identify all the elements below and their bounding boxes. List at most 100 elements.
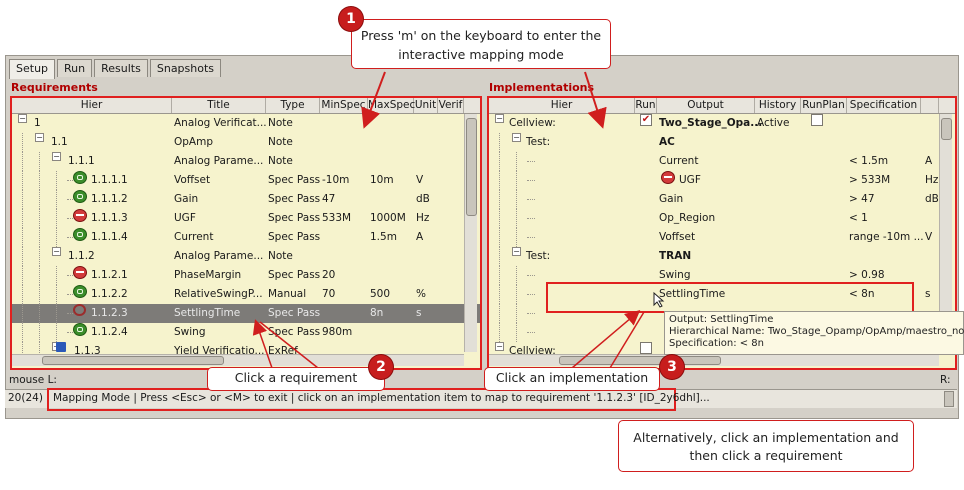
req-type: Note bbox=[268, 155, 293, 167]
tree-connector bbox=[527, 161, 535, 162]
mouse-cursor-icon bbox=[653, 291, 665, 308]
tree-guide bbox=[56, 228, 57, 247]
tree-guide bbox=[39, 304, 40, 323]
req-col-minspec[interactable]: MinSpec bbox=[320, 98, 368, 113]
impl-unit: Hz bbox=[925, 174, 939, 186]
implementation-row[interactable]: Op_Region< 1 bbox=[489, 209, 955, 228]
impl-col-run[interactable]: Run bbox=[635, 98, 657, 113]
tab-snapshots[interactable]: Snapshots bbox=[149, 59, 222, 77]
tab-run[interactable]: Run bbox=[57, 59, 93, 77]
collapse-icon[interactable]: − bbox=[512, 133, 521, 142]
implementation-row[interactable]: −Cellview:✔Two_Stage_Opa...Active bbox=[489, 114, 955, 133]
req-type: Spec Pass bbox=[268, 269, 321, 281]
req-unit: % bbox=[416, 288, 426, 300]
status-resize-grip[interactable] bbox=[944, 391, 954, 407]
fail-icon bbox=[73, 266, 87, 279]
implementation-row[interactable]: −Test:AC bbox=[489, 133, 955, 152]
collapse-icon[interactable]: − bbox=[35, 133, 44, 142]
req-col-unit[interactable]: Unit bbox=[414, 98, 438, 113]
impl-specification: < 1 bbox=[849, 212, 868, 224]
impl-col-history[interactable]: History bbox=[755, 98, 801, 113]
tab-results[interactable]: Results bbox=[94, 59, 148, 77]
tree-connector bbox=[527, 180, 535, 181]
tree-guide bbox=[56, 285, 57, 304]
collapse-icon[interactable]: − bbox=[512, 247, 521, 256]
impl-col-output[interactable]: Output bbox=[657, 98, 755, 113]
implementation-row[interactable] bbox=[489, 323, 955, 342]
tree-connector bbox=[67, 332, 75, 333]
req-col-title[interactable]: Title bbox=[172, 98, 266, 113]
implementations-vscrollbar[interactable] bbox=[939, 114, 952, 352]
tree-guide bbox=[499, 133, 500, 152]
req-col-verif[interactable]: Verif bbox=[438, 98, 464, 113]
impl-col-specification[interactable]: Specification bbox=[847, 98, 921, 113]
req-hier: 1.1 bbox=[51, 136, 68, 148]
tree-connector bbox=[67, 199, 75, 200]
tree-guide bbox=[56, 190, 57, 209]
impl-col-runplan[interactable]: RunPlan bbox=[801, 98, 847, 113]
collapse-icon[interactable]: − bbox=[495, 342, 504, 351]
tree-guide bbox=[22, 266, 23, 285]
requirements-vscrollbar[interactable] bbox=[464, 114, 477, 352]
impl-output: SettlingTime bbox=[659, 288, 726, 300]
impl-output: Current bbox=[659, 155, 699, 167]
tooltip-hierarchical-name: Hierarchical Name: Two_Stage_Opamp/OpAmp… bbox=[669, 326, 964, 337]
impl-unit: s bbox=[925, 288, 931, 300]
req-title: Analog Parame... bbox=[174, 250, 264, 262]
implementations-vscroll-thumb[interactable] bbox=[941, 118, 952, 140]
impl-col-hier[interactable]: Hier bbox=[489, 98, 635, 113]
run-checkbox[interactable]: ✔ bbox=[640, 114, 652, 126]
tree-guide bbox=[516, 285, 517, 304]
implementation-row[interactable] bbox=[489, 304, 955, 323]
requirements-vscroll-thumb[interactable] bbox=[466, 118, 477, 216]
implementations-hscroll-thumb[interactable] bbox=[559, 356, 721, 365]
req-col-type[interactable]: Type bbox=[266, 98, 320, 113]
collapse-icon[interactable]: − bbox=[18, 114, 27, 123]
collapse-icon[interactable]: − bbox=[52, 247, 61, 256]
impl-hier: Test: bbox=[526, 136, 551, 148]
link-pass-icon bbox=[73, 171, 87, 184]
requirements-hscroll-thumb[interactable] bbox=[42, 356, 224, 365]
impl-col-extra[interactable] bbox=[921, 98, 939, 113]
runplan-checkbox[interactable] bbox=[811, 114, 823, 126]
step-badge-2: 2 bbox=[369, 355, 393, 379]
collapse-icon[interactable]: − bbox=[495, 114, 504, 123]
impl-output: TRAN bbox=[659, 250, 692, 262]
req-col-hier[interactable]: Hier bbox=[12, 98, 172, 113]
tree-guide bbox=[499, 171, 500, 190]
tab-setup[interactable]: Setup bbox=[9, 59, 56, 79]
collapse-icon[interactable]: − bbox=[52, 152, 61, 161]
implementation-row[interactable]: −Test:TRAN bbox=[489, 247, 955, 266]
req-type: Spec Pass bbox=[268, 212, 321, 224]
req-min: 533M bbox=[322, 212, 352, 224]
broken-link-icon bbox=[73, 304, 86, 316]
req-max: 1.5m bbox=[370, 231, 397, 243]
tree-guide bbox=[39, 247, 40, 266]
tree-guide bbox=[22, 323, 23, 342]
requirements-hscrollbar[interactable] bbox=[12, 354, 464, 366]
tree-guide bbox=[39, 209, 40, 228]
impl-specification: > 47 bbox=[849, 193, 875, 205]
req-min: 70 bbox=[322, 288, 336, 300]
run-checkbox[interactable] bbox=[640, 342, 652, 354]
implementation-row[interactable]: Swing> 0.98 bbox=[489, 266, 955, 285]
tree-guide bbox=[516, 209, 517, 228]
